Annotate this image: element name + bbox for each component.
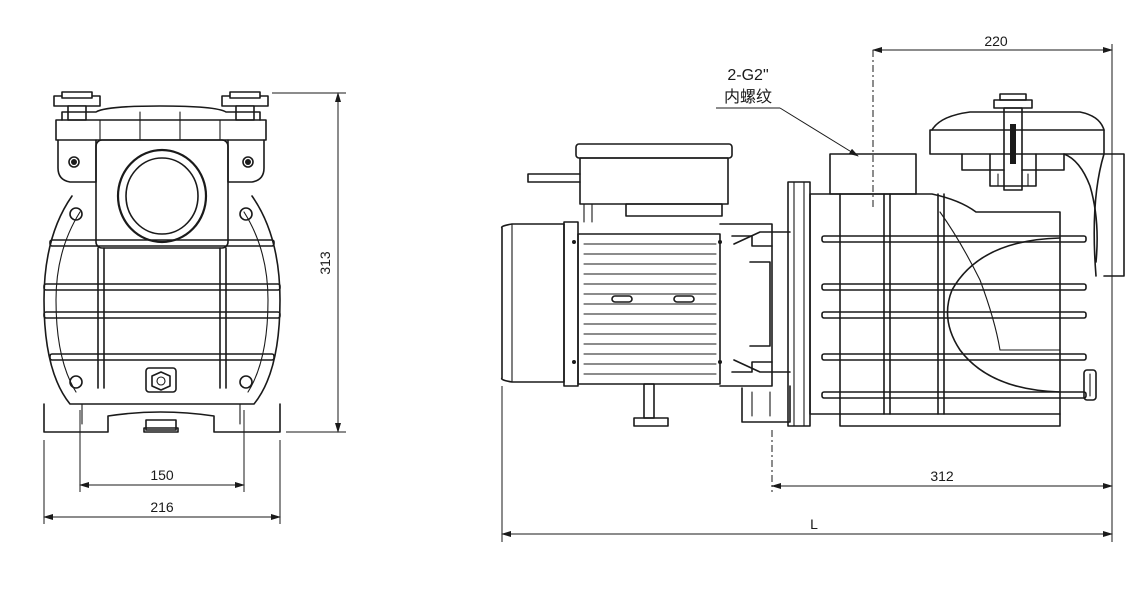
side-view [500,50,1125,427]
dim-bolt-spacing-label: 150 [150,467,174,483]
side-dimensions: 220 312 L [501,33,1113,542]
front-dimensions: 313 150 216 [43,92,346,524]
strainer-pot [929,93,1105,263]
front-view [43,91,281,433]
junction-box [575,143,733,223]
thread-callout: 2-G2" 内螺纹 [716,67,859,157]
dim-height-label: 313 [317,251,333,275]
callout-thread-type: 内螺纹 [724,88,772,106]
callout-thread-spec: 2-G2" [727,67,768,84]
dim-total-length-label: L [810,516,818,532]
dim-inlet-offset-label: 220 [984,33,1008,49]
dim-width-label: 216 [150,499,174,515]
front-right-knob [221,91,269,121]
front-left-knob [53,91,101,121]
dim-base-length-label: 312 [930,468,954,484]
motor-body [572,233,722,385]
